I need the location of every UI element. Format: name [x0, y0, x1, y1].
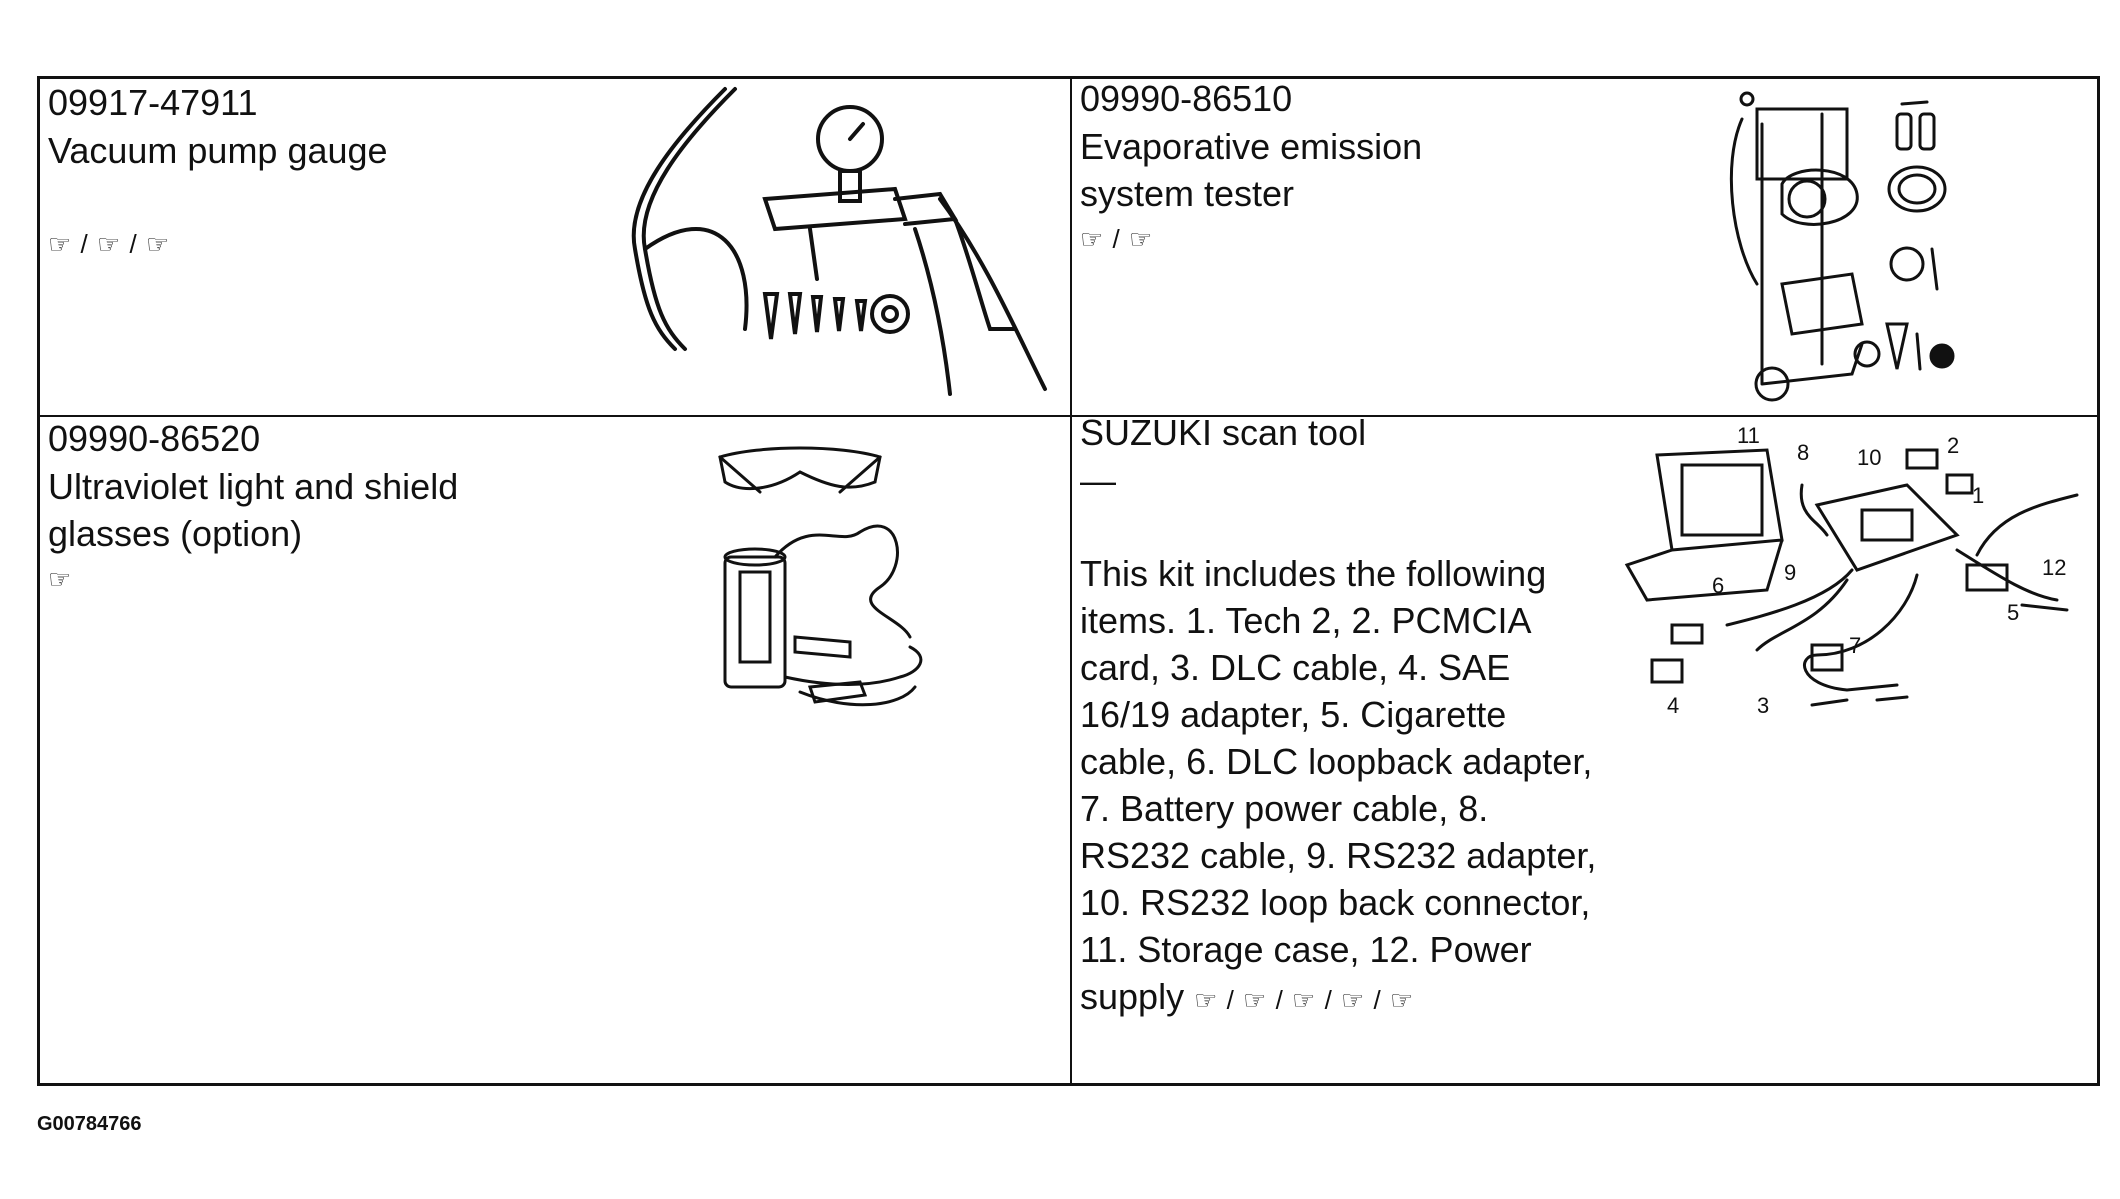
callout-5: 5: [2007, 600, 2019, 625]
kit-description: This kit includes the following items. 1…: [1080, 550, 1600, 1024]
tool-name-line-1: Ultraviolet light and shield: [48, 466, 459, 507]
figure-id: G00784766: [37, 1113, 142, 1135]
scan-tool-kit-figure: 11 8 10 2 1 12 6 9 5 7 4 3: [1617, 425, 2087, 755]
callout-10: 10: [1857, 445, 1881, 470]
callout-2: 2: [1947, 433, 1959, 458]
vacuum-pump-gauge-figure: [595, 79, 1065, 409]
tool-name-line-1: Evaporative emission: [1080, 126, 1423, 167]
callout-3: 3: [1757, 693, 1769, 718]
uv-light-glasses-figure: [700, 437, 960, 757]
part-number: 09990-86510: [1080, 78, 1293, 119]
tool-title: SUZUKI scan tool: [1080, 412, 1367, 453]
reference-links[interactable]: ☞ / ☞ / ☞: [48, 229, 171, 259]
row-divider: [40, 415, 2097, 417]
reference-links[interactable]: ☞: [48, 564, 73, 594]
tool-cell-evap-tester: 09990-86510 Evaporative emission system …: [1072, 78, 2097, 415]
tool-name: —: [1080, 460, 1116, 501]
vacuum-pump-gauge-illustration: [631, 87, 1047, 396]
callout-labels: 11 8 10 2 1 12 6 9 5 7 4 3: [1667, 425, 2066, 718]
callout-12: 12: [2042, 555, 2066, 580]
kit-description-text: This kit includes the following items. 1…: [1080, 553, 1597, 1017]
scan-tool-kit-illustration: 11 8 10 2 1 12 6 9 5 7 4 3: [1624, 425, 2079, 718]
part-number: 09990-86520: [48, 418, 261, 459]
part-number: 09917-47911: [48, 82, 258, 123]
uv-light-illustration: [718, 446, 923, 707]
tool-name-line-2: system tester: [1080, 173, 1295, 214]
evap-tester-illustration: [1729, 91, 1955, 402]
evap-emission-tester-figure: [1702, 84, 2032, 409]
tool-cell-vacuum-pump: 09917-47911 Vacuum pump gauge ☞ / ☞ / ☞: [40, 79, 1070, 415]
callout-7: 7: [1849, 633, 1861, 658]
callout-11: 11: [1737, 425, 1760, 448]
tool-cell-uv-light: 09990-86520 Ultraviolet light and shield…: [40, 417, 1070, 1083]
callout-4: 4: [1667, 693, 1679, 718]
tool-name-line-2: glasses (option): [48, 513, 303, 554]
callout-8: 8: [1797, 440, 1809, 465]
tool-name: Vacuum pump gauge: [48, 130, 388, 171]
tool-cell-scan-tool: SUZUKI scan tool — This kit includes the…: [1072, 412, 2097, 1083]
reference-links[interactable]: ☞ / ☞: [1080, 224, 1154, 254]
callout-9: 9: [1784, 560, 1796, 585]
reference-links[interactable]: ☞ / ☞ / ☞ / ☞ / ☞: [1194, 985, 1415, 1015]
special-tools-table: 09917-47911 Vacuum pump gauge ☞ / ☞ / ☞: [37, 76, 2100, 1086]
callout-6: 6: [1712, 573, 1724, 598]
column-divider: [1070, 79, 1072, 1083]
callout-1: 1: [1972, 483, 1984, 508]
